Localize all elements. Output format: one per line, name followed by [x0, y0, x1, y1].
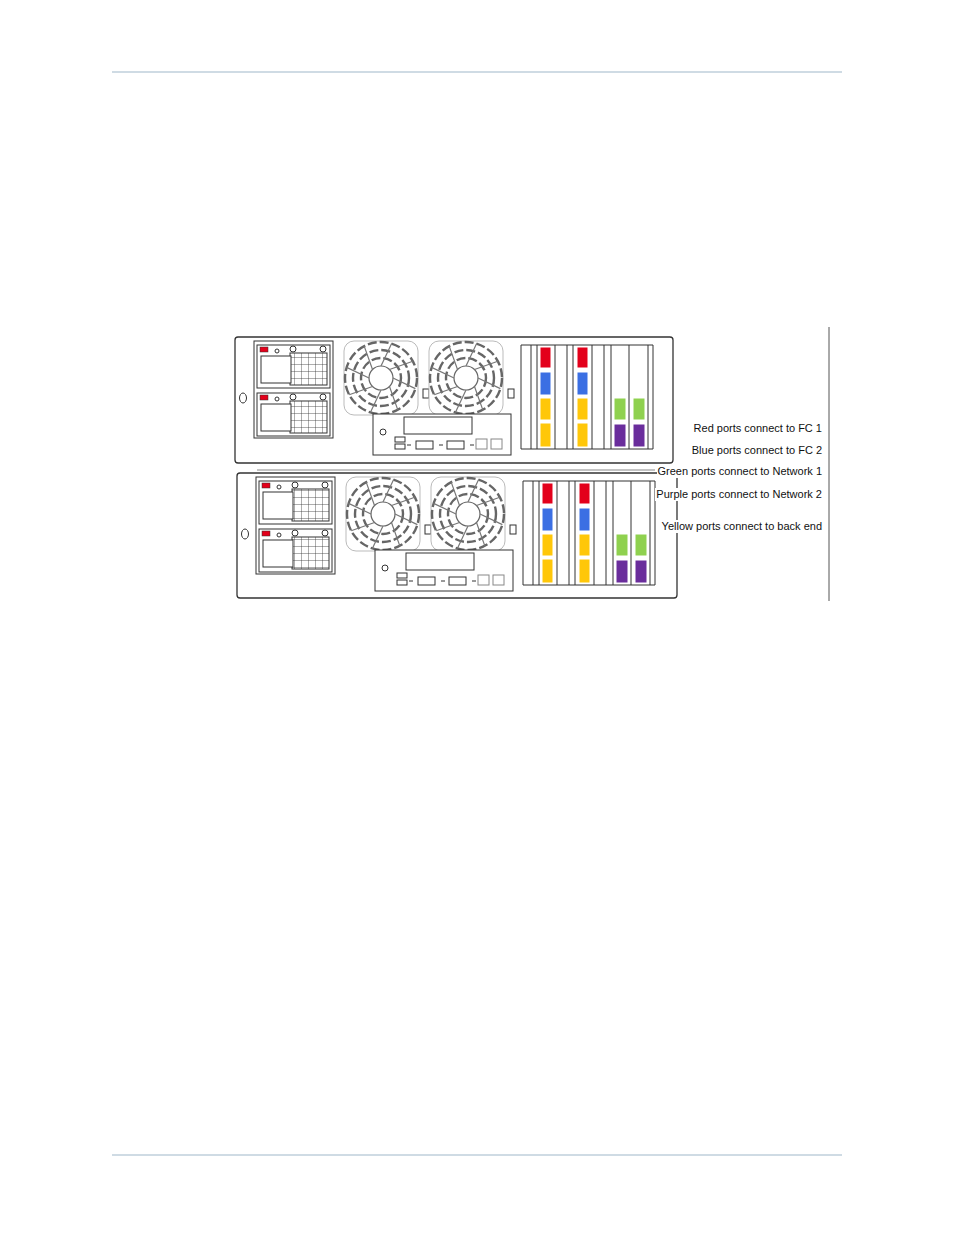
- expansion-slots: [521, 345, 653, 449]
- chassis-outline: [235, 337, 673, 463]
- io-panel: [375, 550, 513, 591]
- power-supply: [259, 481, 332, 524]
- fan: [431, 477, 516, 551]
- port-swatch: [540, 423, 551, 447]
- port-swatch: [614, 398, 626, 420]
- io-panel: [373, 414, 511, 455]
- port-swatch: [633, 424, 645, 447]
- port-swatch: [577, 347, 588, 368]
- expansion-slots: [523, 481, 655, 585]
- port-swatch: [633, 398, 645, 420]
- legend-text: Yellow ports connect to back end: [661, 520, 823, 533]
- port-swatch: [579, 508, 590, 531]
- chassis-outline: [237, 473, 677, 598]
- port-swatch: [635, 560, 647, 583]
- port-swatch: [540, 372, 551, 395]
- frame-line: [829, 327, 830, 601]
- port-swatch: [577, 423, 588, 447]
- port-swatch: [579, 559, 590, 583]
- fan: [429, 341, 514, 415]
- port-swatch: [542, 508, 553, 531]
- header-rule: [112, 72, 842, 73]
- power-supply: [257, 345, 330, 388]
- psu-bay: [254, 341, 333, 438]
- power-supply: [259, 529, 332, 572]
- port-swatch: [577, 372, 588, 395]
- port-swatch: [635, 534, 647, 556]
- port-swatch: [616, 560, 628, 583]
- legend-text: Purple ports connect to Network 2: [655, 488, 823, 501]
- fan: [346, 477, 431, 551]
- port-swatch: [577, 398, 588, 420]
- port-swatch: [540, 398, 551, 420]
- port-swatch: [542, 559, 553, 583]
- port-swatch: [579, 534, 590, 556]
- port-swatch: [542, 483, 553, 504]
- port-swatch: [616, 534, 628, 556]
- ear-hole: [240, 393, 247, 403]
- port-swatch: [579, 483, 590, 504]
- port-swatch: [614, 424, 626, 447]
- port-swatch: [540, 347, 551, 368]
- ear-hole: [242, 529, 249, 539]
- legend-text: Red ports connect to FC 1: [693, 422, 823, 435]
- legend-text: Green ports connect to Network 1: [657, 465, 823, 478]
- power-supply: [257, 393, 330, 436]
- server-chassis: [237, 473, 677, 598]
- fan: [344, 341, 429, 415]
- divider-line: [257, 470, 655, 471]
- legend-text: Blue ports connect to FC 2: [691, 444, 823, 457]
- port-swatch: [542, 534, 553, 556]
- footer-rule: [112, 1155, 842, 1156]
- psu-bay: [256, 477, 335, 574]
- server-chassis: [235, 337, 673, 463]
